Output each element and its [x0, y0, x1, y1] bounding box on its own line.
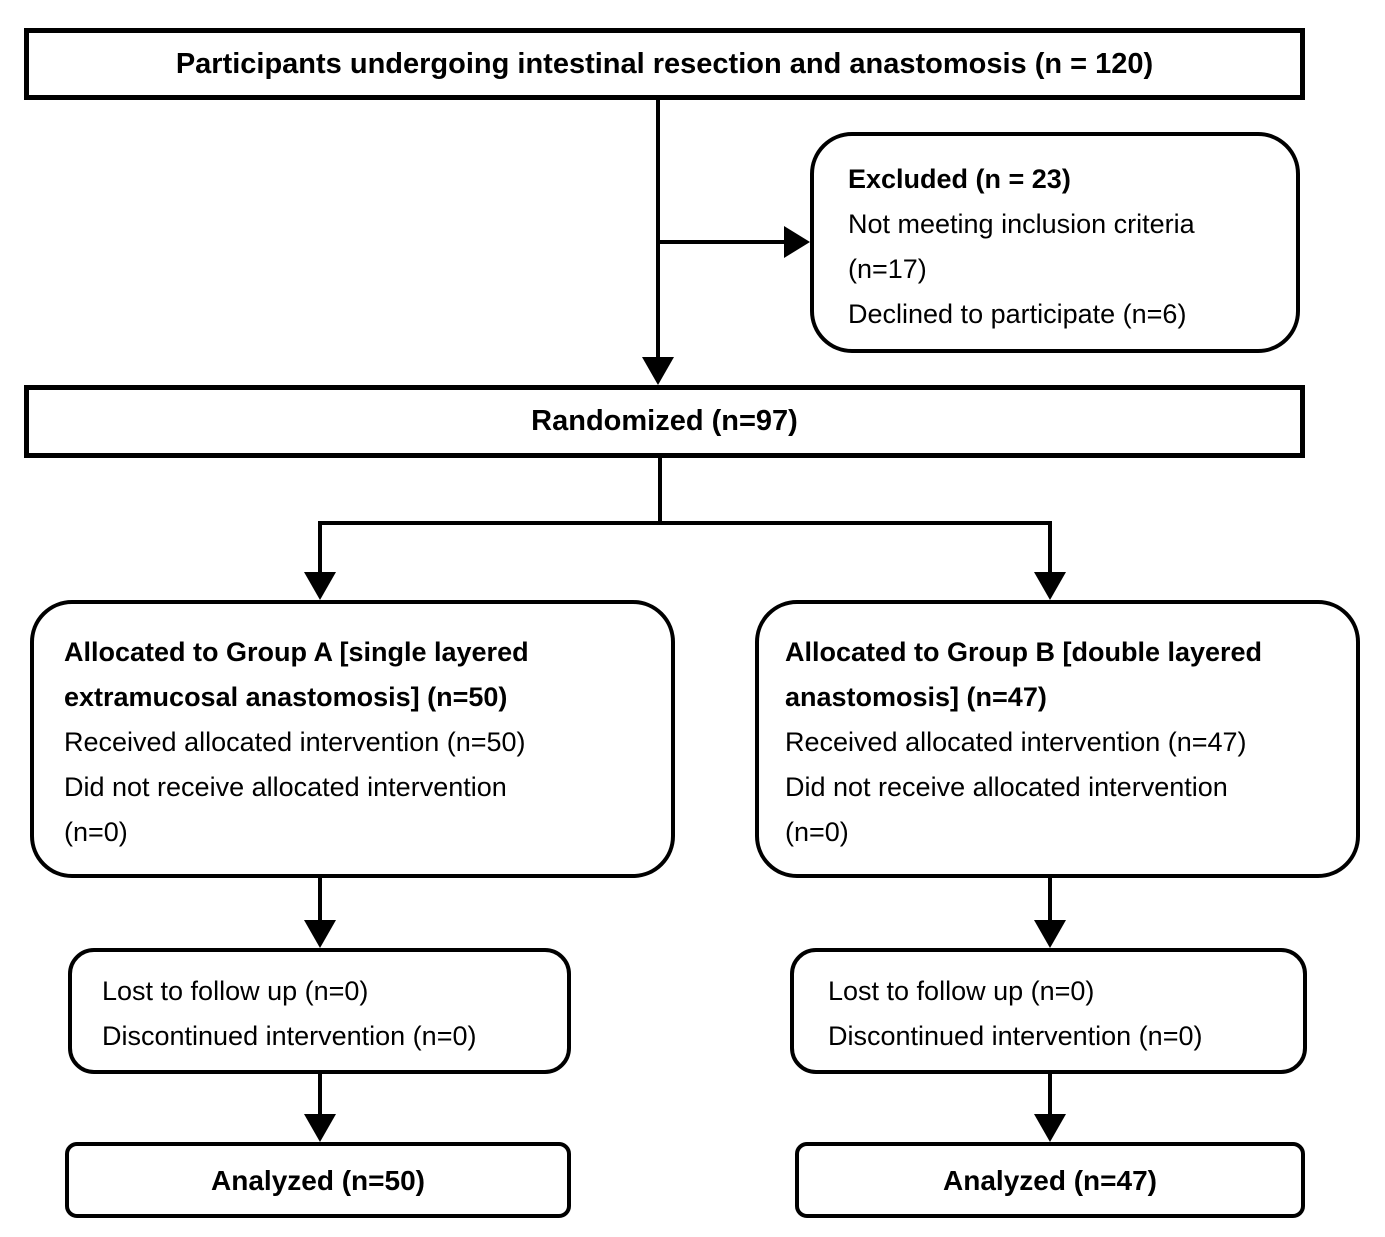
group-a-analyzed-label: Analyzed (n=50) [211, 1164, 425, 1196]
connector-excluded-line [658, 240, 784, 244]
group-b-not-received: Did not receive allocated intervention (… [785, 772, 1228, 847]
group-b-lost-followup: Lost to follow up (n=0) [828, 976, 1095, 1006]
participants-box: Participants undergoing intestinal resec… [24, 28, 1305, 100]
connector-participants-randomized-line [656, 100, 660, 357]
excluded-title: Excluded (n = 23) [848, 164, 1071, 194]
group-a-allocation-box: Allocated to Group A [single layered ext… [30, 600, 675, 878]
connector-participants-randomized-arrowhead [642, 357, 674, 385]
connector-group-a-followup-line [318, 878, 322, 922]
connector-group-b-analysis-arrowhead [1034, 1114, 1066, 1142]
group-b-analyzed-box: Analyzed (n=47) [795, 1142, 1305, 1218]
connector-group-b-followup-line [1048, 878, 1052, 922]
connector-group-b-drop [1048, 521, 1052, 574]
group-a-lost-followup: Lost to follow up (n=0) [102, 976, 369, 1006]
participants-label: Participants undergoing intestinal resec… [175, 47, 1154, 80]
group-a-followup-box: Lost to follow up (n=0) Discontinued int… [68, 948, 571, 1074]
connector-group-b-arrowhead [1034, 572, 1066, 600]
connector-group-a-followup-arrowhead [304, 920, 336, 948]
group-b-analyzed-label: Analyzed (n=47) [943, 1164, 1157, 1196]
group-b-followup-box: Lost to follow up (n=0) Discontinued int… [790, 948, 1307, 1074]
group-b-discontinued: Discontinued intervention (n=0) [828, 1021, 1203, 1051]
group-a-not-received: Did not receive allocated intervention (… [64, 772, 507, 847]
randomized-label: Randomized (n=97) [531, 405, 798, 437]
connector-randomized-stem [658, 458, 662, 523]
randomized-box: Randomized (n=97) [24, 385, 1305, 458]
connector-group-a-analysis-arrowhead [304, 1114, 336, 1142]
group-b-title: Allocated to Group B [double layered ana… [785, 637, 1263, 712]
connector-excluded-arrowhead [784, 226, 810, 258]
group-a-received: Received allocated intervention (n=50) [64, 727, 526, 757]
connector-group-a-analysis-line [318, 1074, 322, 1116]
group-b-received: Received allocated intervention (n=47) [785, 727, 1247, 757]
excluded-box: Excluded (n = 23) Not meeting inclusion … [810, 132, 1300, 353]
group-b-allocation-box: Allocated to Group B [double layered ana… [755, 600, 1360, 878]
connector-group-b-analysis-line [1048, 1074, 1052, 1116]
connector-group-a-drop [318, 521, 322, 574]
excluded-reason-not-meeting-criteria: Not meeting inclusion criteria (n=17) [848, 209, 1195, 284]
connector-group-b-followup-arrowhead [1034, 920, 1066, 948]
group-a-title: Allocated to Group A [single layered ext… [64, 637, 529, 712]
group-a-discontinued: Discontinued intervention (n=0) [102, 1021, 477, 1051]
connector-allocation-branch [318, 521, 1052, 525]
excluded-reason-declined: Declined to participate (n=6) [848, 299, 1187, 329]
connector-group-a-arrowhead [304, 572, 336, 600]
group-a-analyzed-box: Analyzed (n=50) [65, 1142, 571, 1218]
